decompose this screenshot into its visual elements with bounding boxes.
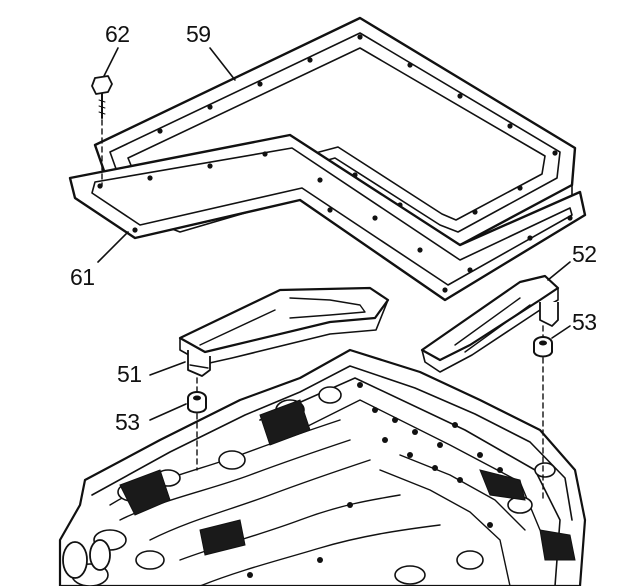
valve-body-assembly <box>58 348 587 586</box>
callout-59: 59 <box>186 21 211 47</box>
callout-61: 61 <box>70 264 95 290</box>
seal-53-right <box>533 336 553 358</box>
seal-53-left <box>187 391 207 414</box>
pan-bolt-62 <box>91 75 113 119</box>
callout-52: 52 <box>572 241 597 267</box>
callout-53-right: 53 <box>572 309 597 335</box>
filter-51 <box>178 286 390 377</box>
callout-53-left: 53 <box>115 409 140 435</box>
leader-lines <box>97 47 571 421</box>
filter-52 <box>420 274 560 373</box>
alignment-lines <box>101 119 544 501</box>
callout-labels: 62 59 61 52 53 51 53 <box>70 21 597 435</box>
callout-51: 51 <box>117 361 142 387</box>
callout-62: 62 <box>105 21 130 47</box>
pan-gasket <box>68 133 587 302</box>
